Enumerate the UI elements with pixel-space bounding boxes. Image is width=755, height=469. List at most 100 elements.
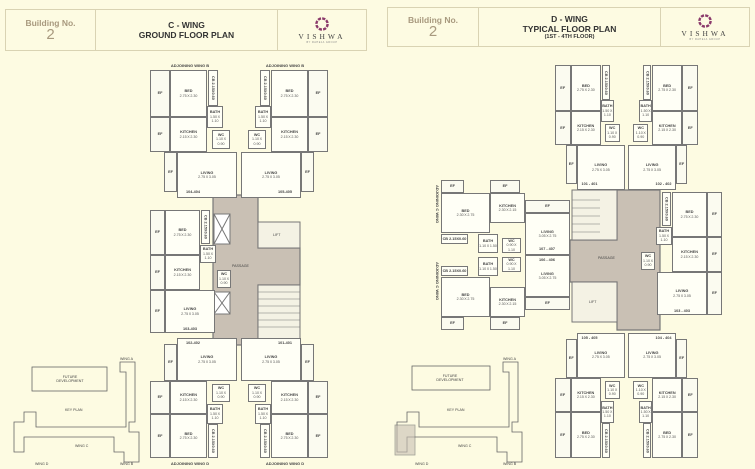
lift-label: LIFT: [589, 300, 597, 304]
c-wing-lift: [257, 221, 301, 249]
unit-number-label: 102 - 402: [655, 182, 672, 187]
floor-range: (1ST - 4TH FLOOR): [544, 34, 595, 40]
plan-title-cell: D - WING TYPICAL FLOOR PLAN (1ST - 4TH F…: [479, 8, 661, 46]
room-name: EF: [560, 85, 566, 90]
room-name: EF: [687, 85, 693, 90]
room-name: EF: [168, 360, 173, 365]
room-name: KITCHEN: [281, 130, 298, 135]
room-cb: CB 2.15X0.60: [208, 424, 218, 459]
room-cb: CB 2.15X0.60: [662, 192, 671, 226]
room-name: LIVING: [264, 355, 278, 360]
c-key-plan: [13, 361, 140, 463]
stair-treads: [572, 199, 600, 233]
room-name: EF: [157, 433, 163, 438]
room-name: WC: [637, 383, 644, 388]
room-name: CB 2.15X0.60: [442, 268, 467, 273]
room-ef: EF: [490, 317, 520, 330]
room-dimensions: 2.15 X 2.30: [576, 395, 595, 400]
room-dimensions: 2.15 X 2.30: [179, 134, 198, 139]
room-ef: EF: [150, 414, 170, 459]
plan-title: GROUND FLOOR PLAN: [138, 30, 235, 40]
room-name: KITCHEN: [577, 123, 595, 128]
room-dimensions: 1.10 X 0.90: [251, 137, 263, 146]
room-dimensions: 2.75 X 3.05: [673, 293, 691, 298]
room-dimensions: 2.30 X 2.75: [456, 297, 475, 301]
room-name: EF: [168, 169, 173, 174]
room-name: LIVING: [645, 351, 659, 356]
room-dimensions: 1.50 X 1.10: [602, 108, 613, 118]
room-name: BED: [663, 83, 672, 88]
room-name: EF: [560, 432, 566, 437]
wing-title: C - WING: [168, 20, 205, 30]
room-name: KITCHEN: [180, 130, 197, 135]
room-name: WC: [253, 132, 261, 137]
room-name: EF: [305, 169, 310, 174]
room-dimensions: 1.10 X 0.90: [642, 258, 654, 268]
room-ef: EF: [308, 414, 328, 459]
room-ef: EF: [554, 64, 571, 111]
room-dimensions: 1.10 X 1.50: [479, 266, 497, 271]
room-dimensions: 2.75 X 3.05: [262, 175, 280, 179]
adjoining-label: ADJOINING WING D: [170, 461, 210, 466]
building-number-cell: Building No. 2: [388, 8, 479, 46]
room-dimensions: 2.75 X 3.05: [591, 355, 610, 360]
room-name: CB 2.15X0.60: [263, 76, 268, 100]
passage-label: PASSAGE: [232, 264, 249, 268]
d-wing-staircase: [571, 189, 618, 241]
room-name: EF: [679, 162, 685, 167]
room-name: BED: [581, 83, 590, 88]
room-dimensions: 2.15 X 2.30: [179, 397, 198, 402]
room-name: KITCHEN: [499, 297, 516, 302]
room-dimensions: 3.05 X 2.75: [538, 276, 557, 280]
room-name: BATH: [602, 405, 613, 410]
room-dimensions: 1.50 X 1.10: [602, 409, 613, 419]
wing-title: D - WING: [551, 14, 588, 24]
room-name: CB 2.15X0.60: [203, 215, 208, 239]
room-dimensions: 1.50 X 1.10: [257, 114, 269, 124]
unit-number-label: 106 - 406: [538, 258, 556, 262]
room-name: KITCHEN: [577, 390, 595, 395]
room-name: CB 2.15X0.60: [603, 70, 608, 95]
room-name: CB 2.15X0.60: [263, 429, 268, 454]
right-title-block: Building No. 2 D - WING TYPICAL FLOOR PL…: [387, 7, 750, 47]
c-wing-duct-icons: [213, 213, 231, 315]
room-name: BATH: [209, 407, 221, 412]
room-dimensions: 3.05 X 2.75: [538, 234, 557, 238]
logo-brand: VISHWA: [298, 32, 346, 41]
room-dimensions: 2.75 X 2.30: [179, 436, 198, 441]
room-ef: EF: [301, 343, 314, 382]
room-name: BATH: [202, 247, 214, 252]
unit-number-label: 104-404: [186, 190, 200, 194]
room-name: EF: [450, 184, 455, 189]
room-name: EF: [568, 356, 574, 361]
room-ef: EF: [150, 255, 165, 290]
room-ef: EF: [707, 237, 722, 272]
room-cb: CB 2.15X0.60: [643, 64, 652, 101]
logo-tagline: BY RAHEJA GROUP: [306, 41, 338, 44]
building-number: 2: [428, 23, 438, 40]
room-name: CB 2.15X0.60: [664, 197, 669, 221]
room-name: BED: [285, 89, 294, 94]
room-name: BED: [461, 208, 470, 213]
room-name: WC: [508, 238, 515, 243]
